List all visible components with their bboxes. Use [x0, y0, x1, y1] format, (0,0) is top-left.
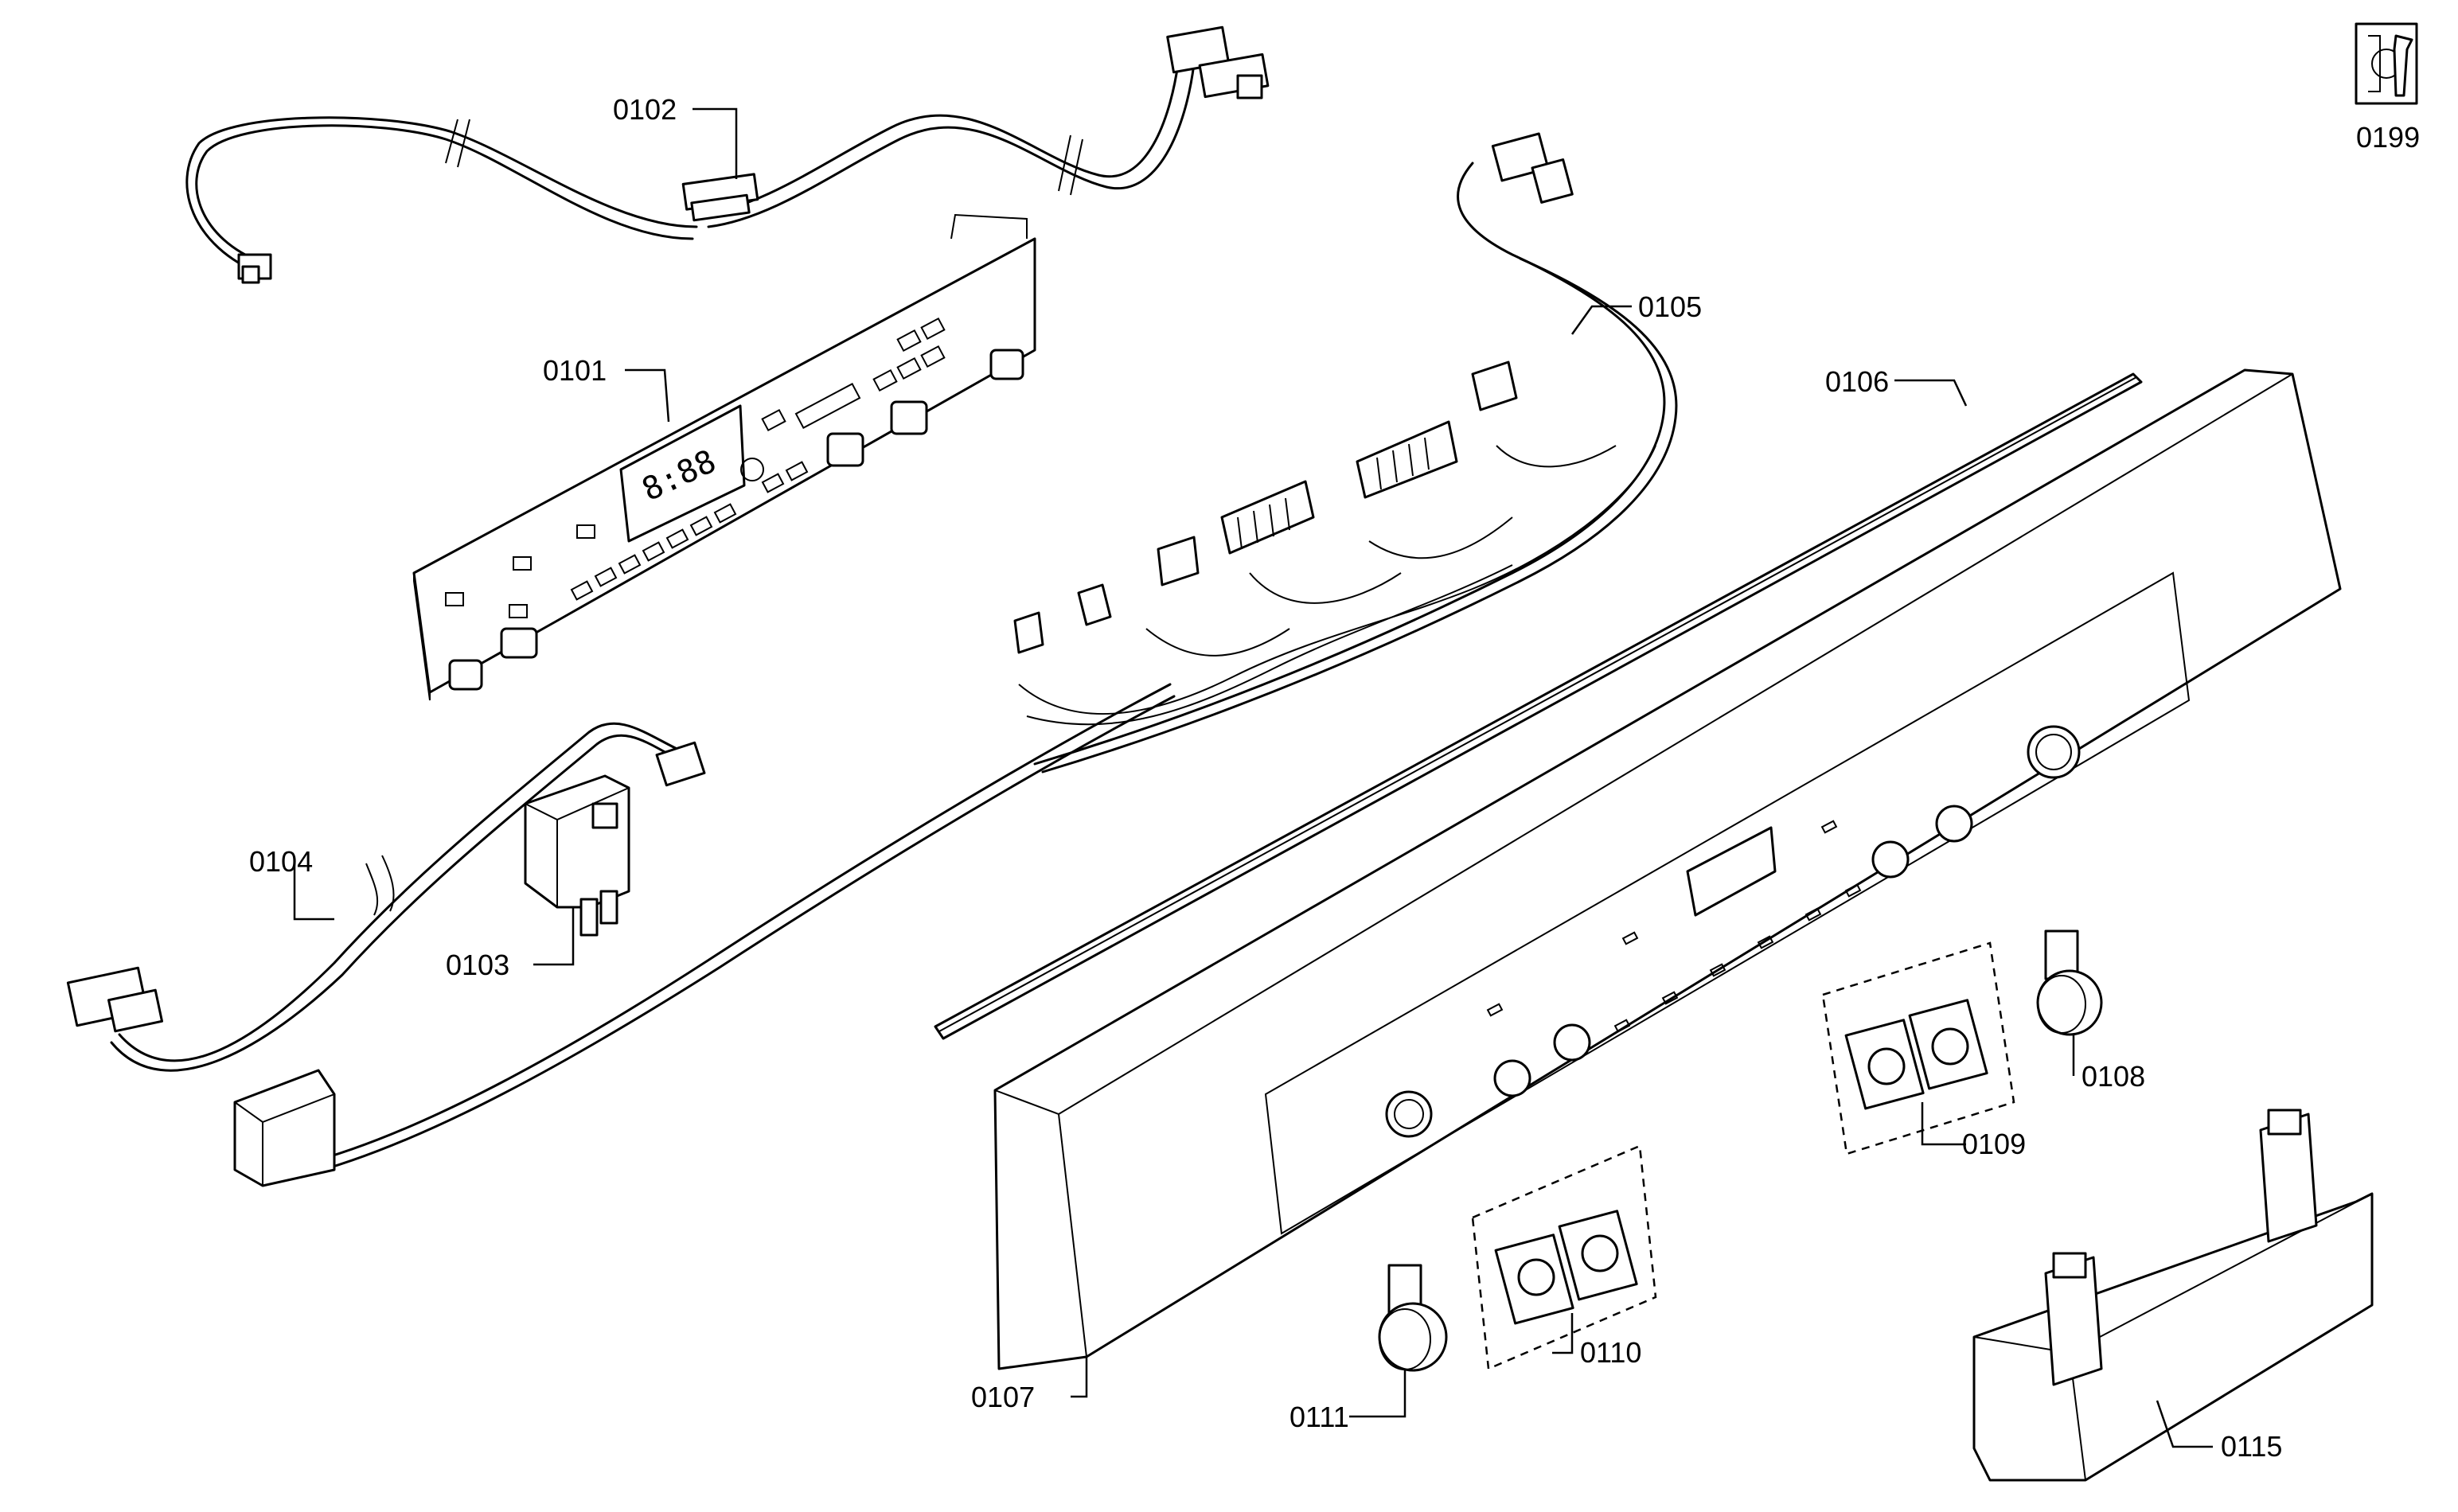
label-0104: 0104: [249, 845, 313, 878]
part-0105-main-harness: [1013, 132, 1678, 774]
part-0109-button-group: [1821, 941, 2015, 1155]
part-0103-switch: [524, 774, 630, 937]
part-0101-control-board: 8:88: [412, 213, 1036, 701]
label-0110: 0110: [1580, 1336, 1641, 1369]
part-0106-seal-strip: [934, 372, 2143, 1040]
part-0104-wire-harness: [66, 683, 1176, 1187]
part-0111-knob: [1378, 1264, 1448, 1372]
label-0108: 0108: [2081, 1060, 2145, 1093]
wrench-icon: [2355, 22, 2418, 105]
part-0108-knob: [2036, 929, 2103, 1036]
label-0105: 0105: [1638, 290, 1702, 323]
label-0107: 0107: [971, 1381, 1035, 1413]
label-0115: 0115: [2221, 1430, 2282, 1463]
part-0115-bracket: [1972, 1109, 2374, 1482]
leader-lines: [293, 107, 2213, 1448]
label-0109: 0109: [1962, 1128, 2026, 1160]
part-0102-wire-harness: [185, 25, 1270, 284]
label-0101: 0101: [543, 354, 607, 387]
label-0199: 0199: [2356, 121, 2420, 154]
label-0106: 0106: [1825, 365, 1889, 398]
label-0102: 0102: [613, 93, 677, 126]
label-0111: 0111: [1289, 1401, 1349, 1433]
label-0103: 0103: [446, 949, 509, 981]
part-0107-control-panel: [993, 368, 2342, 1370]
part-labels: 0102 0101 0105 0106 0104 0103 0107 0111 …: [249, 93, 2420, 1463]
part-0110-button-group: [1471, 1144, 1657, 1370]
